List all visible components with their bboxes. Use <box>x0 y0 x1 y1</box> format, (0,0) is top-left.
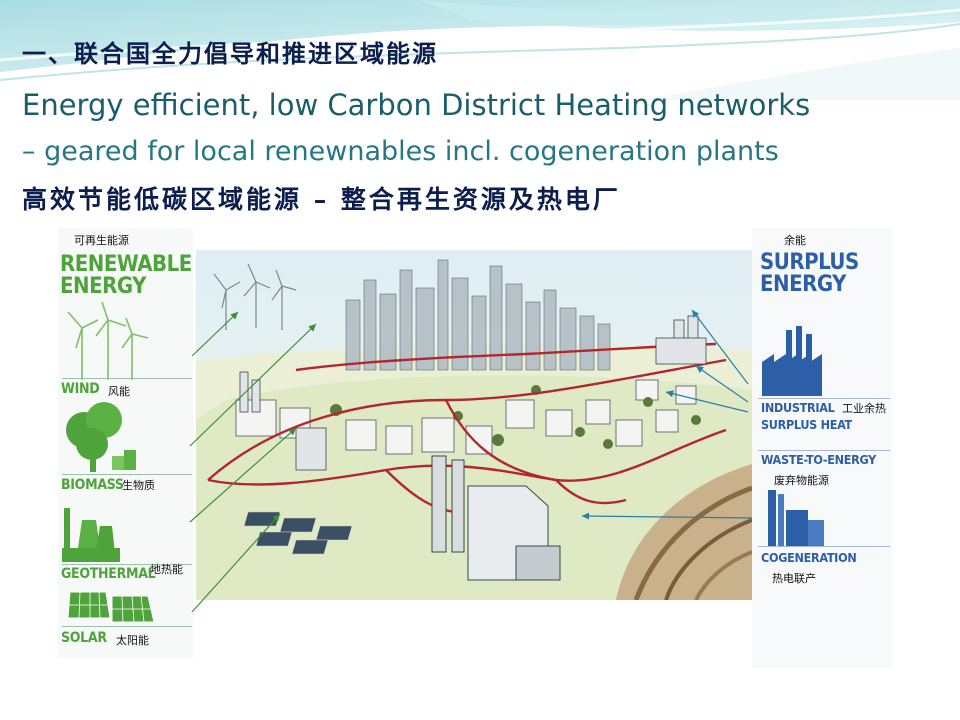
solar-divider <box>62 626 192 627</box>
incinerator-icon <box>768 490 824 546</box>
geothermal-plant-icon <box>62 508 120 562</box>
wind-turbine-icon <box>67 301 149 380</box>
district-energy-illustration <box>196 250 752 600</box>
wind-label: WIND <box>61 381 100 397</box>
industrial-label-cn: 工业余热 <box>842 402 886 415</box>
surplus-header-line1: SURPLUS <box>760 250 859 275</box>
biomass-divider <box>62 474 192 475</box>
tree-icon <box>66 402 136 472</box>
renewable-header-line2: ENERGY <box>60 274 146 299</box>
factory-icon <box>762 326 822 396</box>
biomass-label: BIOMASS <box>61 477 124 493</box>
cogeneration-divider <box>758 546 890 547</box>
waste-divider <box>758 450 890 451</box>
solar-label-cn: 太阳能 <box>116 634 149 647</box>
slide-title-line-1: Energy efficient, low Carbon District He… <box>22 88 811 122</box>
industrial-label-line1: INDUSTRIAL <box>761 400 835 415</box>
slide-title-chinese: 高效节能低碳区域能源 – 整合再生资源及热电厂 <box>22 185 621 214</box>
cogeneration-label-cn: 热电联产 <box>772 572 816 585</box>
geothermal-label-cn: 地热能 <box>150 563 183 576</box>
renewable-header-cn: 可再生能源 <box>74 234 129 247</box>
header-banner <box>0 0 960 100</box>
biomass-label-cn: 生物质 <box>122 479 155 492</box>
surplus-header-line2: ENERGY <box>760 272 846 297</box>
surplus-header-cn: 余能 <box>784 234 806 247</box>
solar-panel-icon <box>67 591 155 623</box>
solar-label: SOLAR <box>61 630 107 646</box>
geothermal-divider <box>62 564 192 565</box>
industrial-label-line2: SURPLUS HEAT <box>761 417 852 432</box>
waste-label: WASTE-TO-ENERGY <box>761 452 877 467</box>
waste-label-cn: 废弃物能源 <box>774 474 829 487</box>
wind-divider <box>62 378 192 379</box>
surplus-energy-panel: 余能 SURPLUS ENERGY INDUSTRIAL SURPLUS HEA… <box>752 228 892 668</box>
slide-title-line-2: – geared for local renewnables incl. cog… <box>22 136 779 167</box>
renewable-energy-panel: 可再生能源 RENEWABLE ENERGY WIND 风能 BIOMASS 生… <box>58 228 193 658</box>
wind-label-cn: 风能 <box>108 385 130 398</box>
cogeneration-label: COGENERATION <box>761 550 857 565</box>
renewable-header-line1: RENEWABLE <box>60 252 192 277</box>
section-heading: 一、联合国全力倡导和推进区域能源 <box>22 39 438 68</box>
geothermal-label: GEOTHERMAL <box>61 566 156 582</box>
industrial-divider <box>758 398 890 399</box>
